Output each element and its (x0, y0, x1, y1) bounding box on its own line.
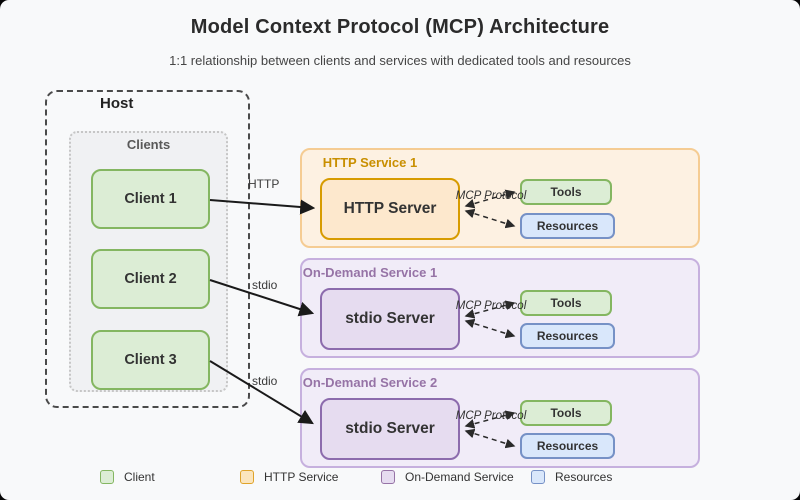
legend-swatch-resources (531, 470, 545, 484)
label-on-demand-service-1: On-Demand Service 1 (302, 265, 438, 280)
page-title: Model Context Protocol (MCP) Architectur… (190, 16, 610, 38)
node-resources-2: Resources (520, 323, 615, 349)
edge-label-stdio-2: stdio (252, 374, 278, 388)
label-mcp-protocol-1: MCP Protocol (455, 190, 527, 202)
node-tools-3: Tools (520, 400, 612, 426)
legend-item-client: Client (100, 470, 155, 484)
legend-swatch-on-demand-service (381, 470, 395, 484)
label-http-service-1: HTTP Service 1 (322, 155, 418, 170)
legend-swatch-http-service (240, 470, 254, 484)
legend-label-http-service: HTTP Service (264, 470, 339, 484)
node-tools-2: Tools (520, 290, 612, 316)
label-on-demand-service-2: On-Demand Service 2 (302, 375, 438, 390)
node-tools-1: Tools (520, 179, 612, 205)
clients-group-label: Clients (126, 137, 171, 152)
host-group-box (45, 90, 250, 408)
legend-swatch-client (100, 470, 114, 484)
legend-label-client: Client (124, 470, 155, 484)
legend-item-http-service: HTTP Service (240, 470, 338, 484)
legend-item-on-demand-service: On-Demand Service (381, 470, 514, 484)
legend-label-on-demand-service: On-Demand Service (405, 470, 514, 484)
node-stdio-server-2: stdio Server (320, 398, 460, 460)
edge-label-http: HTTP (248, 177, 280, 191)
node-client-3: Client 3 (91, 330, 210, 390)
node-resources-1: Resources (520, 213, 615, 239)
host-group-label: Host (100, 95, 134, 112)
legend-item-resources: Resources (531, 470, 612, 484)
page-subtitle: 1:1 relationship between clients and ser… (169, 53, 631, 68)
legend-label-resources: Resources (555, 470, 613, 484)
edge-label-stdio-1: stdio (252, 278, 278, 292)
label-mcp-protocol-2: MCP Protocol (455, 300, 527, 312)
node-client-2: Client 2 (91, 249, 210, 309)
node-http-server: HTTP Server (320, 178, 460, 240)
node-resources-3: Resources (520, 433, 615, 459)
node-stdio-server-1: stdio Server (320, 288, 460, 350)
node-client-1: Client 1 (91, 169, 210, 229)
label-mcp-protocol-3: MCP Protocol (455, 410, 527, 422)
